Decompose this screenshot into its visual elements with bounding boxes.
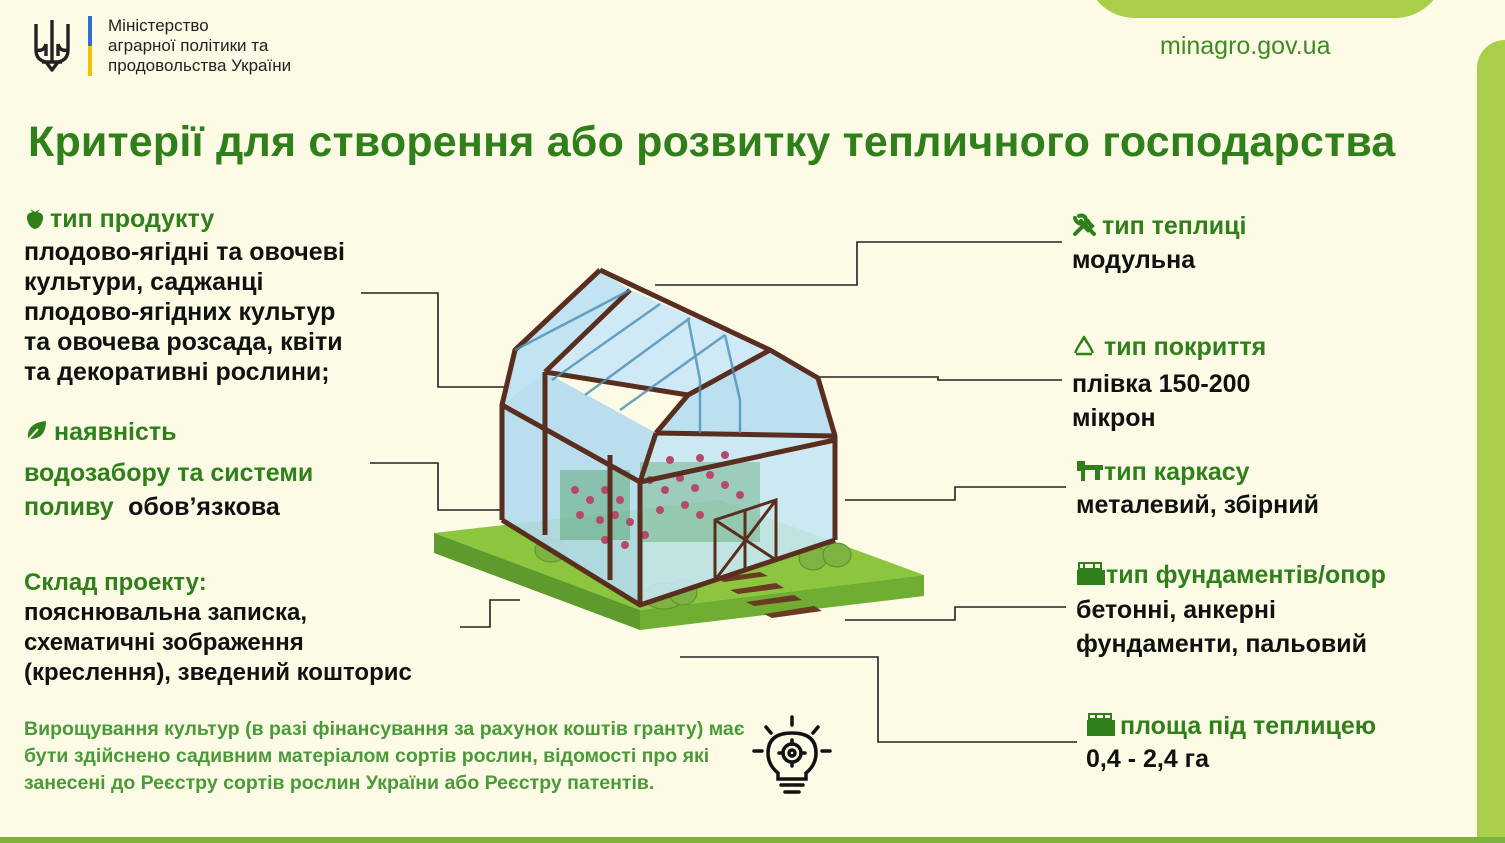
lightbulb-gear-icon — [752, 715, 832, 804]
project-section: Склад проекту: пояснювальна записка, схе… — [24, 568, 412, 688]
cover-type-line-2: мікрон — [1072, 404, 1156, 432]
area-value: 0,4 - 2,4 га — [1086, 745, 1209, 773]
water-value: обов’язкова — [128, 493, 280, 521]
trident-icon — [30, 16, 74, 83]
glass-ribs — [514, 288, 742, 433]
website-link[interactable]: minagro.gov.ua — [1160, 32, 1331, 60]
recycle-icon — [1072, 334, 1096, 363]
ministry-line-3: продовольства України — [108, 56, 292, 75]
product-line-3: плодово-ягідних культур — [24, 298, 336, 326]
frame-type-section: тип каркасу металевий, збірний — [1076, 458, 1319, 520]
leaf-icon — [24, 417, 50, 456]
cover-type-section: тип покриття плівка 150-200 мікрон — [1072, 333, 1266, 435]
foundation-type-label: тип фундаментів/опор — [1106, 561, 1386, 589]
note-text: Вирощування культур (в разі фінансування… — [24, 718, 745, 794]
ministry-line-1: Міністерство — [108, 16, 209, 35]
path-steps — [716, 572, 822, 618]
strawberry-icon — [24, 206, 46, 235]
frame-type-label: тип каркасу — [1104, 458, 1250, 486]
decorative-top-shape — [1085, 0, 1445, 18]
greenhouse-type-section: тип теплиці модульна — [1072, 212, 1246, 275]
cover-type-line-1: плівка 150-200 — [1072, 370, 1251, 398]
product-line-2: культури, саджанці — [24, 268, 264, 296]
project-line-3: (креслення), зведений кошторис — [24, 659, 412, 686]
product-label: тип продукту — [50, 205, 215, 233]
project-line-2: схематичні зображення — [24, 629, 304, 656]
greenhouse-glass — [502, 270, 835, 605]
water-section: наявність водозабору та системи поливу о… — [24, 415, 313, 528]
product-line-1: плодово-ягідні та овочеві — [24, 238, 345, 266]
connector-lines — [361, 241, 1077, 743]
frame-type-value: металевий, збірний — [1076, 491, 1319, 519]
decorative-right-strip — [1477, 40, 1505, 840]
greenhouse-type-label: тип теплиці — [1102, 212, 1247, 240]
area-icon — [1086, 711, 1116, 742]
page-title: Критерії для створення або розвитку тепл… — [28, 118, 1396, 166]
foundation-icon — [1076, 560, 1106, 591]
project-label: Склад проекту: — [24, 569, 207, 596]
greenhouse-type-value: модульна — [1072, 246, 1196, 274]
foundation-type-line-1: бетонні, анкерні — [1076, 596, 1276, 624]
foundation-type-section: тип фундаментів/опор бетонні, анкерні фу… — [1076, 560, 1386, 661]
greenhouse-door — [713, 497, 778, 583]
decorative-bottom-strip — [0, 837, 1505, 843]
project-line-1: пояснювальна записка, — [24, 599, 308, 626]
area-section: площа під теплицею 0,4 - 2,4 га — [1086, 711, 1376, 774]
flag-yellow-bar — [88, 46, 92, 76]
cover-type-label: тип покриття — [1104, 333, 1267, 361]
ministry-name: Міністерство аграрної політики та продов… — [108, 16, 291, 76]
water-label: наявність — [54, 418, 177, 446]
flag-blue-bar — [88, 16, 92, 46]
area-label: площа під теплицею — [1120, 712, 1377, 740]
product-section: тип продукту плодово-ягідні та овочеві к… — [24, 205, 345, 387]
tools-icon — [1072, 213, 1098, 242]
product-line-4: та овочева розсада, квіти — [24, 328, 343, 356]
ministry-line-2: аграрної політики та — [108, 36, 269, 55]
foundation-type-line-2: фундаменти, пальовий — [1076, 630, 1367, 658]
water-label-line-2: водозабору та системи — [24, 459, 314, 487]
water-label-line-3: поливу — [24, 493, 114, 521]
pipe-icon — [1076, 459, 1104, 488]
product-line-5: та декоративні рослини; — [24, 358, 330, 386]
